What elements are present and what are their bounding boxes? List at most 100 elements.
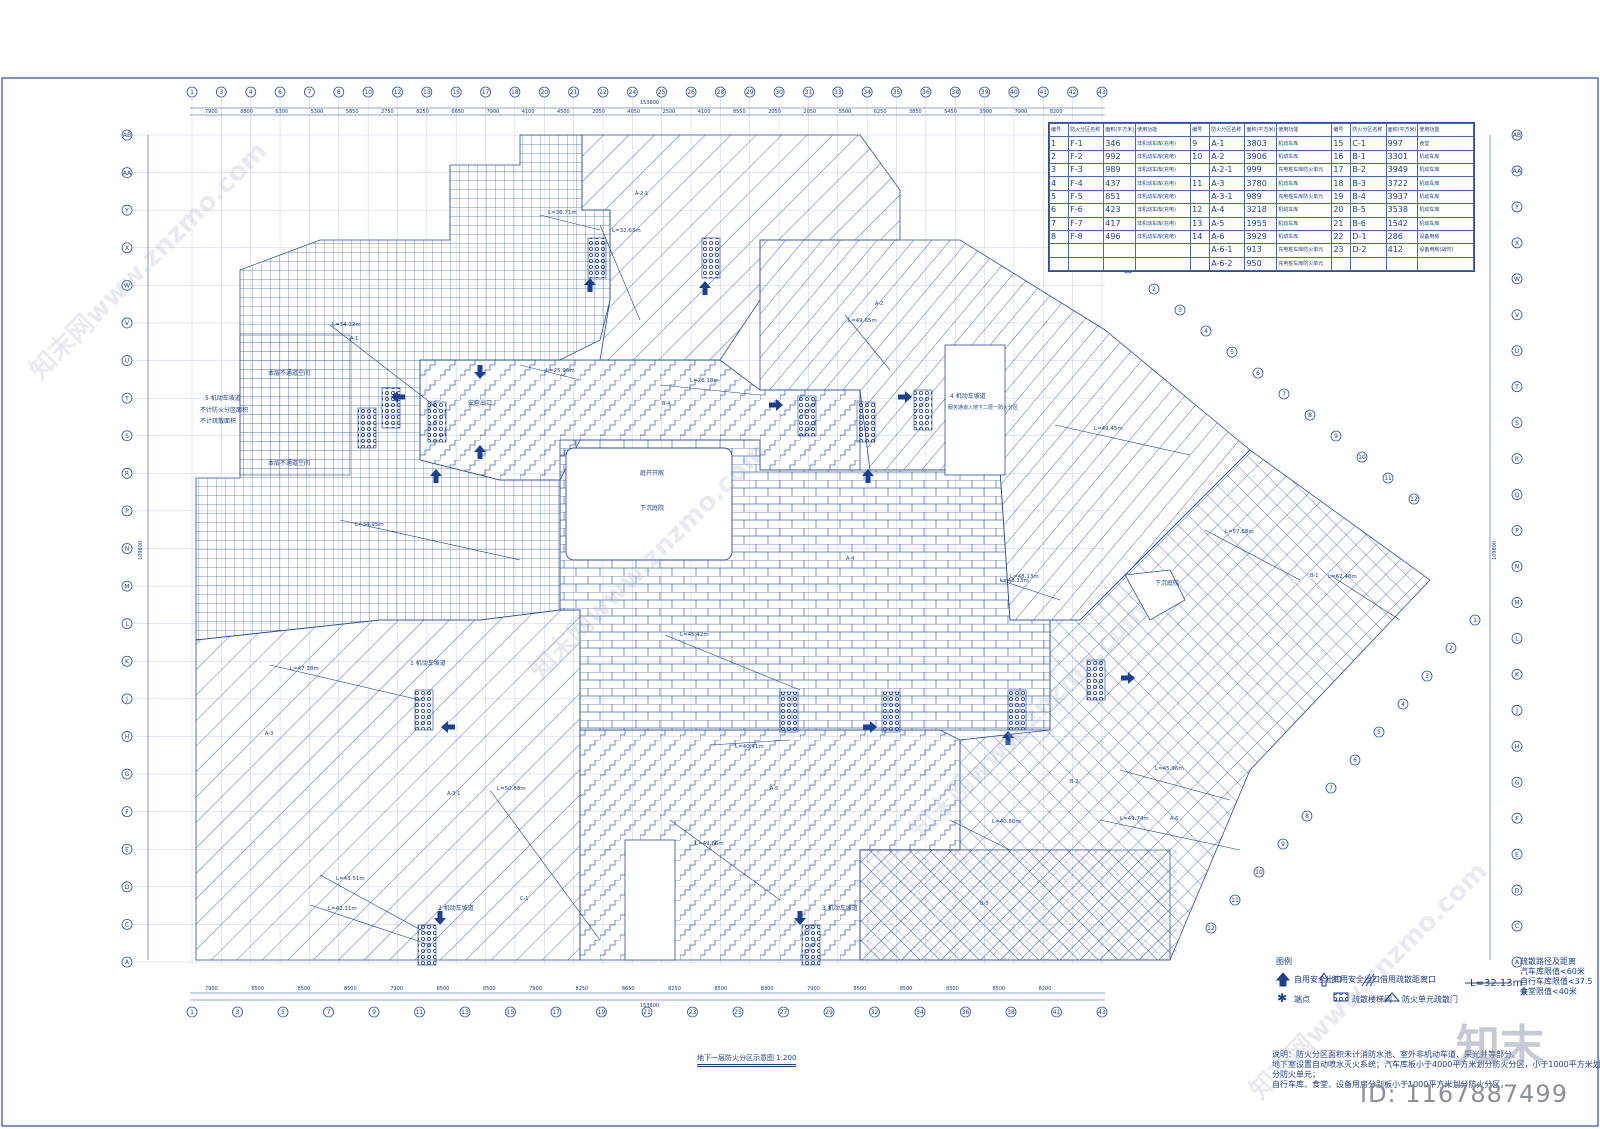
dim-top: 6300 — [275, 109, 288, 115]
axis-bubble — [1096, 86, 1108, 98]
axis-label: 13 — [423, 89, 431, 96]
table-header-cell: 面积(平方米) — [1103, 122, 1137, 138]
stair-core — [797, 395, 817, 437]
table-header-cell: 防火分区名称 — [1068, 122, 1105, 138]
table-header-cell: 编号 — [1048, 122, 1070, 138]
dim-bottom: 8500 — [483, 986, 496, 992]
axis-label: H — [125, 734, 130, 741]
self-exit-icon — [1275, 972, 1291, 987]
table-cell — [1135, 256, 1192, 272]
table-cell: 1 — [1048, 136, 1070, 151]
sheet-border — [1, 77, 1599, 1127]
table-cell: 设备用房 — [1417, 229, 1474, 245]
axis-label: S — [1515, 420, 1519, 427]
axis-bubble — [1511, 884, 1523, 896]
table-cell: B-5 — [1350, 203, 1387, 218]
axis-bubble — [480, 86, 491, 98]
dim-bottom: 8500 — [298, 986, 311, 992]
axis-label: 17 — [482, 89, 490, 96]
label-ramp-3: 3 机动车坡道 — [822, 904, 858, 912]
axis-bubble — [1511, 129, 1523, 141]
exit-arrow-icon — [699, 281, 711, 295]
axis-label: 36 — [962, 1009, 970, 1016]
table-cell: B-4 — [1350, 189, 1387, 205]
axis-bubble — [1304, 409, 1316, 421]
axis-bubble — [914, 1006, 926, 1018]
axis-bubble — [1252, 367, 1264, 379]
table-cell: A-6-1 — [1209, 243, 1246, 258]
axis-label: 39 — [981, 89, 989, 96]
table-cell: 3929 — [1244, 229, 1278, 245]
axis-bubble — [1511, 237, 1523, 249]
distance-label: L=49.45m — [1094, 426, 1123, 432]
axis-bubble — [891, 86, 902, 98]
table-cell: 3301 — [1385, 149, 1419, 165]
axis-bubble — [121, 768, 133, 780]
axis-bubble — [121, 693, 133, 705]
axis-bubble — [1511, 668, 1523, 680]
axis-bubble — [1373, 726, 1385, 738]
dim-left-total: 109800 — [138, 541, 144, 560]
axis-bubble — [121, 392, 133, 404]
axis-bubble — [1511, 704, 1523, 716]
axis-label: Q — [1515, 492, 1520, 499]
table-cell: F-3 — [1068, 163, 1105, 178]
axis-label: 1 — [190, 1009, 194, 1016]
zone-tag: B-1 — [1310, 573, 1318, 579]
axis-label: Y — [124, 207, 129, 214]
axis-bubble — [832, 86, 844, 98]
axis-bubble — [1511, 848, 1523, 860]
axis-bubble — [550, 1006, 562, 1018]
distance-label: L=62.48m — [1328, 574, 1357, 580]
table-cell: D-2 — [1350, 243, 1387, 258]
stair-core — [1007, 689, 1027, 731]
exit-arrow-icon — [441, 721, 455, 733]
axis-bubble — [1511, 920, 1523, 932]
distance-line — [1329, 574, 1401, 621]
exit-arrow-icon — [863, 721, 877, 733]
axis-bubble — [121, 129, 133, 141]
table-cell — [1048, 243, 1070, 258]
axis-bubble — [626, 86, 638, 98]
axis-label: L — [1515, 636, 1519, 643]
dim-top: 2050 — [768, 109, 781, 115]
axis-label: R — [125, 471, 129, 478]
axis-label: M — [1514, 600, 1519, 607]
axis-label: R — [1515, 456, 1519, 463]
axis-label: 12 — [1207, 925, 1215, 932]
distance-line — [659, 384, 761, 396]
table-cell: 21 — [1331, 216, 1352, 231]
table-cell: F-1 — [1068, 136, 1105, 151]
axis-bubble — [121, 355, 133, 366]
label-ramp-5-note2: 不计疏散面积 — [200, 417, 236, 425]
axis-bubble — [1397, 698, 1409, 710]
axis-bubble — [1096, 1006, 1108, 1018]
dim-bottom: 8250 — [668, 986, 681, 992]
axis-bubble — [1511, 740, 1523, 752]
axis-bubble — [960, 1006, 971, 1018]
axis-bubble — [421, 86, 433, 98]
axis-label: C — [125, 922, 129, 929]
dim-bottom: 8500 — [344, 986, 357, 992]
axis-label: 8 — [1308, 412, 1312, 419]
axis-bubble — [1229, 894, 1241, 906]
note-line-2: 地下室设置自动喷水灭火系统；汽车库板小于4000平方米划分防火分区，小于1000… — [1272, 1060, 1600, 1079]
axis-label: 18 — [511, 89, 519, 96]
table-cell — [1135, 243, 1192, 258]
table-cell: 5 — [1048, 189, 1070, 205]
axis-label: 34 — [916, 1009, 924, 1016]
axis-label: 3 — [1178, 307, 1182, 314]
table-cell: 1955 — [1244, 216, 1278, 231]
axis-label: 27 — [780, 1009, 788, 1016]
axis-bubble — [1511, 165, 1523, 177]
note-line-1: 说明：防火分区面积未计消防水池、室外非机动车道、采光井等部分。 — [1272, 1050, 1520, 1059]
table-cell: 23 — [1331, 243, 1352, 258]
axis-bubble — [121, 919, 133, 930]
axis-label: 41 — [1039, 89, 1047, 96]
axis-label: AB — [123, 132, 131, 139]
axis-label: H — [1515, 743, 1520, 750]
distance-label: L=43.51m — [336, 876, 365, 882]
